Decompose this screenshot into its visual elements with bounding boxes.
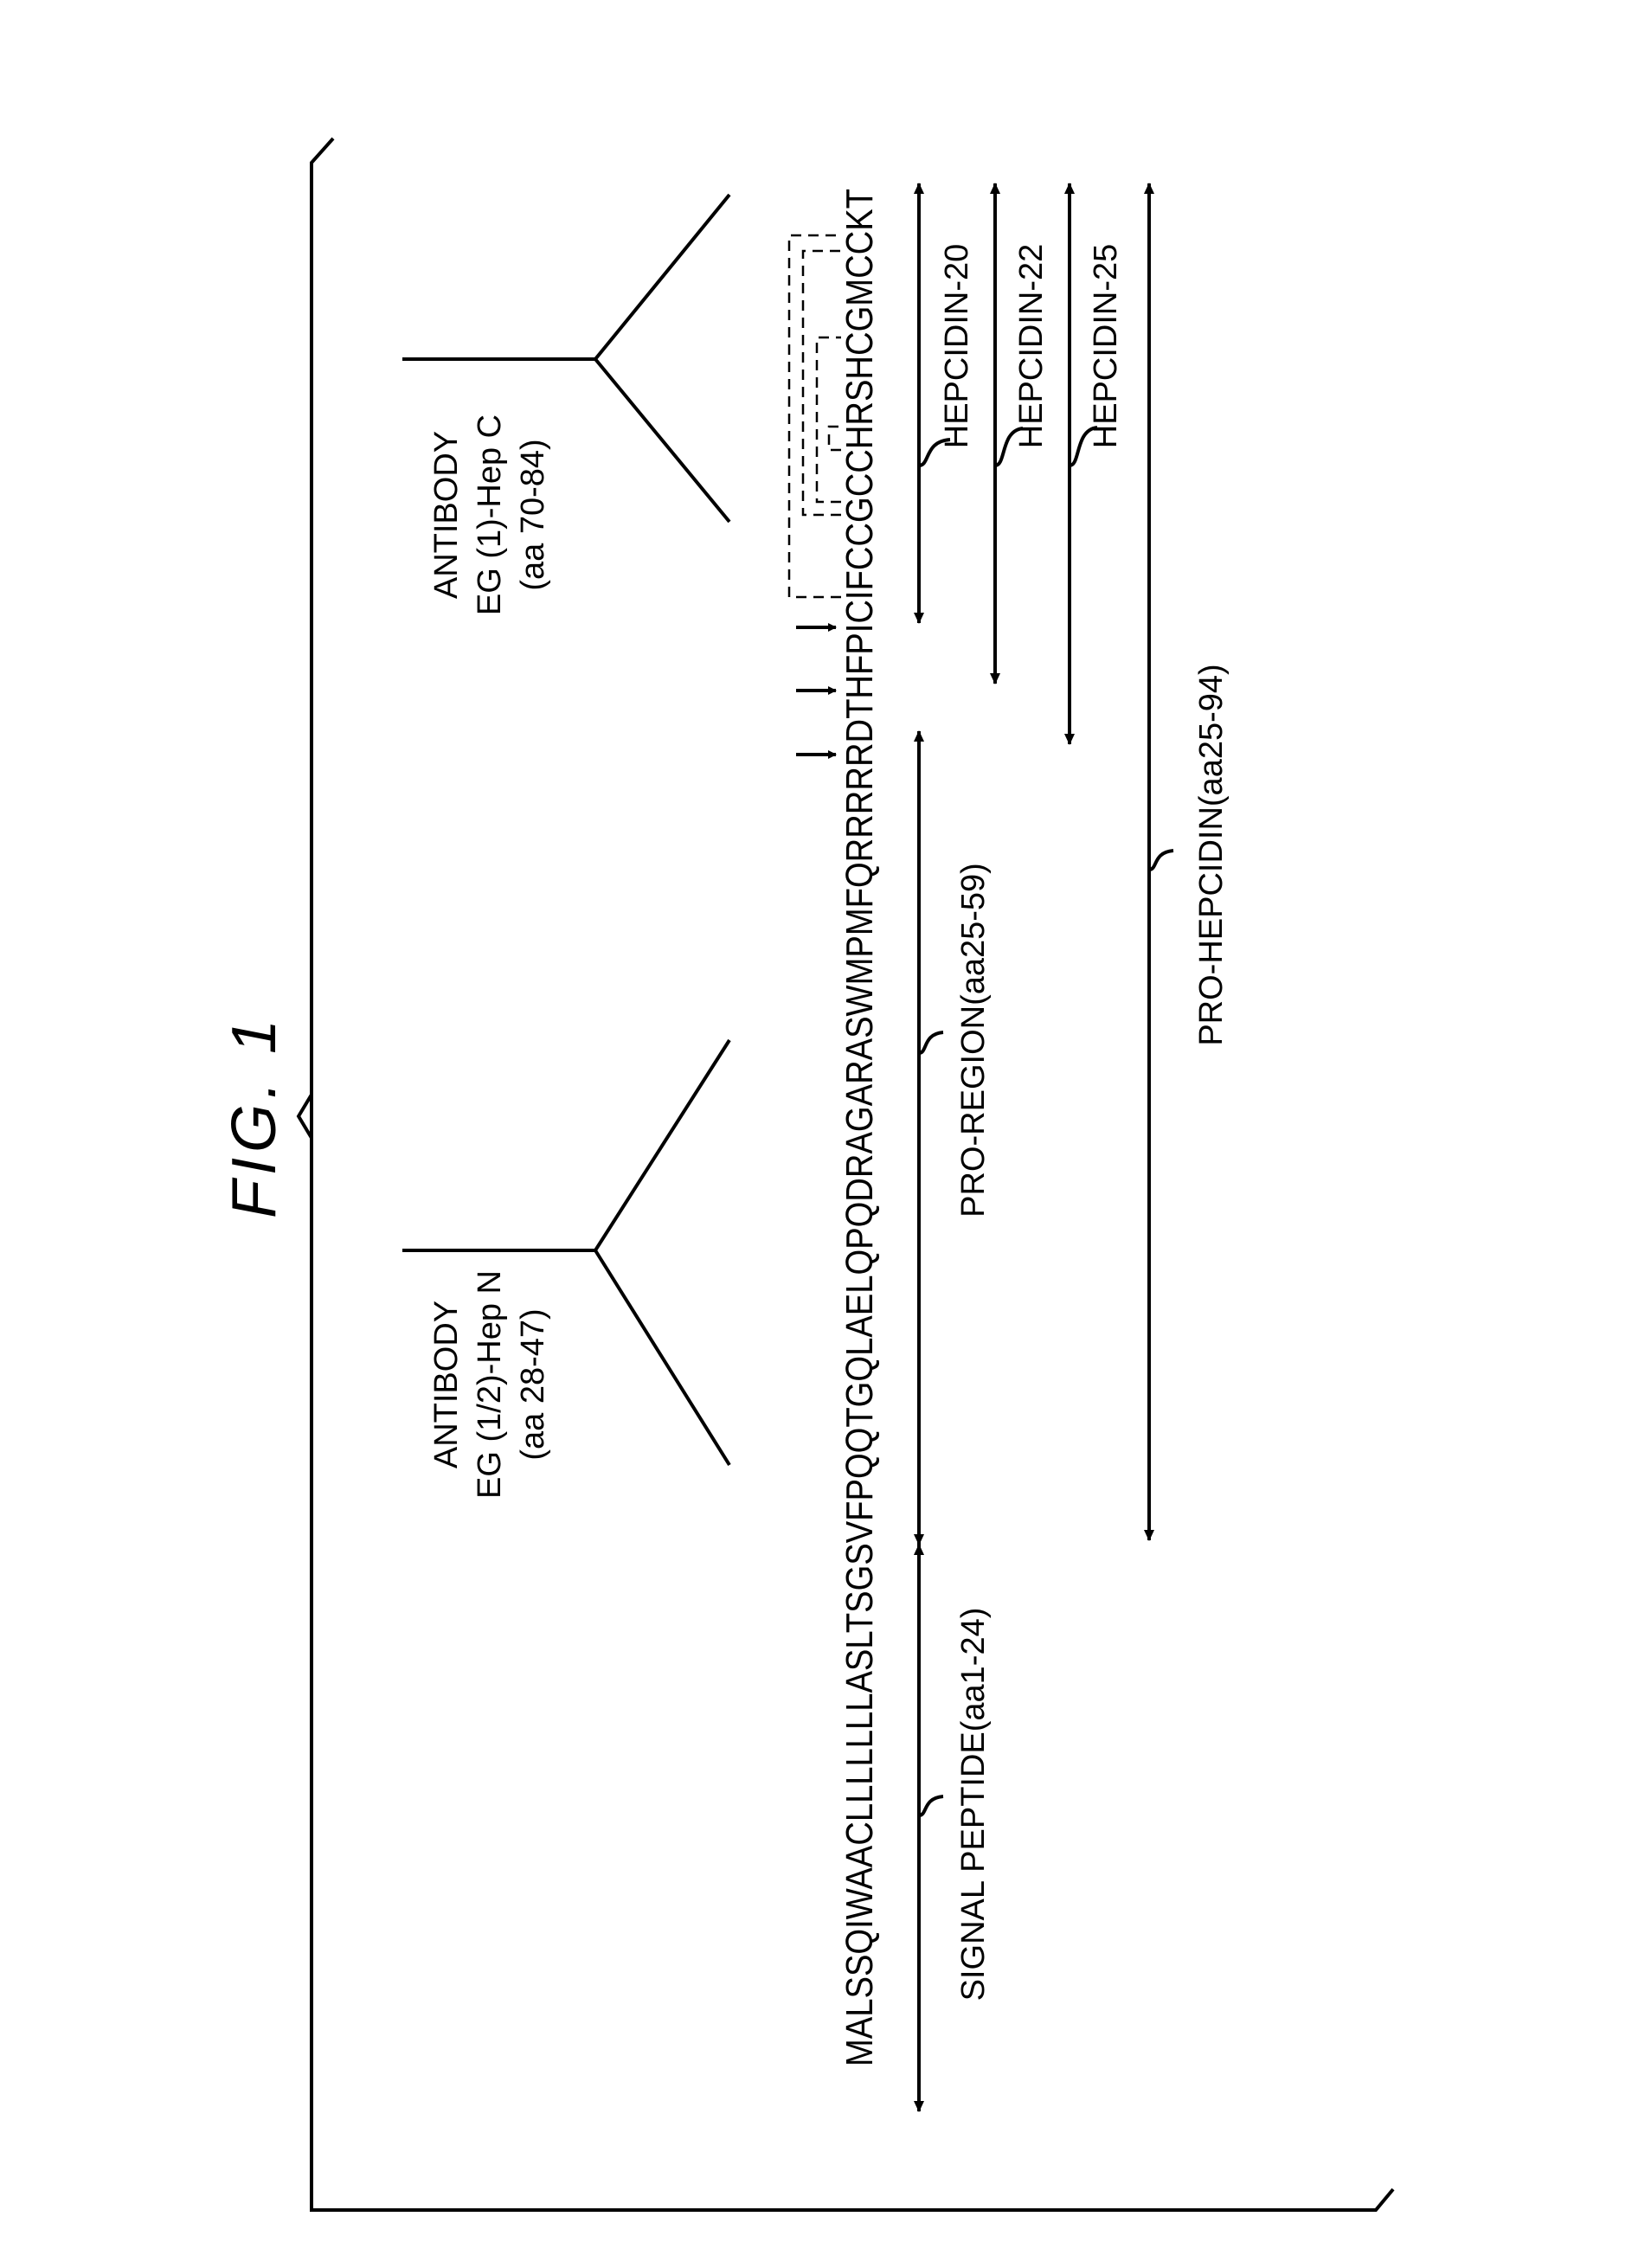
antibody-hep-n: ANTIBODY EG (1/2)-Hep N (aa 28-47) <box>402 1040 729 1499</box>
antibody-hep-c-line1: ANTIBODY <box>428 431 465 599</box>
antibody-hep-c: ANTIBODY EG (1)-Hep C (aa 70-84) <box>402 195 729 615</box>
hepcidin-22-label: HEPCIDIN-22 <box>1013 244 1050 449</box>
hepcidin-25-label: HEPCIDIN-25 <box>1088 244 1124 449</box>
hepcidin-20-label: HEPCIDIN-20 <box>939 244 975 449</box>
antibody-hep-n-line1: ANTIBODY <box>428 1301 465 1468</box>
signal-peptide-label: SIGNAL PEPTIDE(aa1-24) <box>955 1608 992 2001</box>
peptide-sequence: MALSSQIWAACLLLLLLLASLTSGSVFPQQTGQLAELQPQ… <box>838 189 881 2066</box>
antibody-hep-n-line3: (aa 28-47) <box>515 1308 551 1460</box>
title-brace <box>299 1095 312 1138</box>
antibody-hep-c-line3: (aa 70-84) <box>515 439 551 590</box>
pro-region-label: PRO-REGION(aa25-59) <box>955 863 992 1218</box>
antibody-hep-n-line2: EG (1/2)-Hep N <box>472 1270 508 1499</box>
figure-title: FIG. 1 <box>220 1014 289 1218</box>
pro-hepcidin-label: PRO-HEPCIDIN(aa25-94) <box>1193 664 1230 1045</box>
disulfide-bonds <box>789 235 841 597</box>
antibody-hep-c-line2: EG (1)-Hep C <box>472 414 508 615</box>
